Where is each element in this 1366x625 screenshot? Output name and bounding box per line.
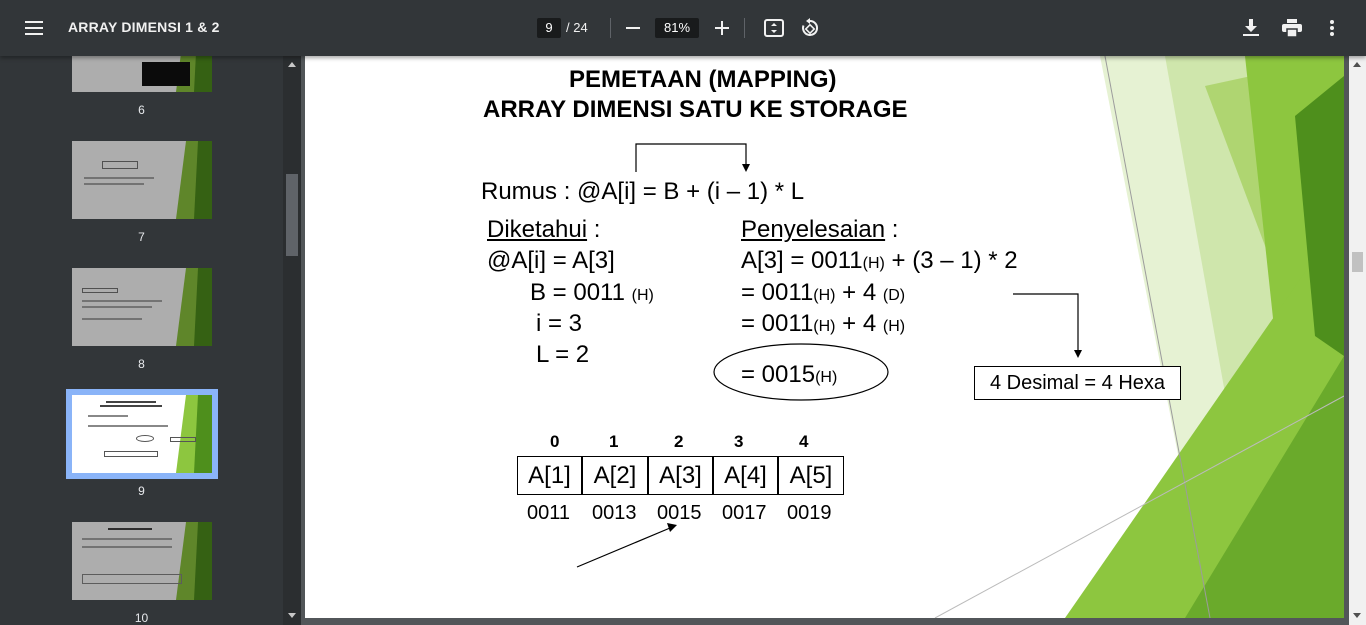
solution-1a: A[3] = 0011	[741, 247, 863, 274]
zoom-level[interactable]: 81%	[655, 18, 699, 38]
array-index: 3	[734, 432, 744, 451]
thumbnail-label: 7	[138, 230, 145, 244]
toolbar-divider	[610, 18, 611, 38]
solution-header: Penyelesaian	[741, 216, 886, 243]
thumbnail-label: 8	[138, 357, 145, 371]
solution-heading: Penyelesaian :	[741, 216, 898, 244]
result-unit: (H)	[815, 369, 838, 386]
formula: Rumus : @A[i] = B + (i – 1) * L	[481, 178, 805, 205]
solution-3c: + 4	[835, 310, 883, 337]
main-scrollbar[interactable]	[1349, 56, 1366, 625]
solution-3b: (H)	[813, 318, 836, 335]
solution-3d: (H)	[882, 318, 906, 335]
known-line-2: B = 0011 (H)	[530, 279, 654, 307]
array-index: 1	[609, 432, 619, 451]
page-total: / 24	[566, 20, 588, 35]
known-b-unit: (H)	[631, 287, 654, 304]
download-icon[interactable]	[1235, 12, 1267, 44]
solution-line-3: = 0011(H) + 4 (H)	[741, 310, 905, 338]
thumbnail-label: 6	[138, 103, 145, 117]
solution-2c: + 4	[835, 279, 883, 306]
page-number-input[interactable]: 9	[537, 18, 561, 38]
rotate-icon[interactable]	[794, 12, 826, 44]
known-line-3: i = 3	[536, 310, 583, 337]
known-line-4: L = 2	[536, 341, 590, 368]
viewer-toolbar: ARRAY DIMENSI 1 & 2 9 / 24 81%	[0, 0, 1366, 56]
formula-arrows	[576, 143, 1082, 568]
known-line-1: @A[i] = A[3]	[487, 247, 615, 274]
array-index: 0	[550, 432, 560, 451]
thumbnail-label: 10	[134, 611, 149, 625]
thumbnail-page-7[interactable]	[72, 141, 212, 219]
main-scroll-thumb[interactable]	[1352, 252, 1363, 272]
array-index: 2	[674, 432, 684, 451]
slide-title-line2: ARRAY DIMENSI SATU KE STORAGE	[483, 96, 908, 123]
sidebar-scrollbar[interactable]	[283, 56, 301, 625]
thumbnail-label: 9	[138, 484, 145, 498]
print-icon[interactable]	[1276, 12, 1308, 44]
slide-decoration	[934, 56, 1344, 618]
scroll-down-icon[interactable]	[1353, 613, 1361, 618]
solution-line-2: = 0011(H) + 4 (D)	[741, 279, 905, 307]
sidebar-scroll-thumb[interactable]	[286, 174, 298, 256]
array-address: 0017	[722, 502, 767, 524]
solution-3a: = 0011	[741, 310, 814, 337]
scroll-up-icon[interactable]	[288, 62, 296, 67]
thumbnail-sidebar: 6 7 8 9 10	[0, 56, 283, 625]
solution-result: = 0015(H)	[741, 361, 837, 389]
array-address: 0015	[657, 502, 702, 524]
array-address: 0013	[592, 502, 637, 524]
fit-page-icon[interactable]	[758, 12, 790, 44]
solution-1b: (H)	[862, 255, 885, 272]
solution-2d: (D)	[882, 287, 906, 304]
note-box: 4 Desimal = 4 Hexa	[974, 366, 1181, 400]
array-cell: A[2]	[582, 456, 648, 495]
plus-icon[interactable]	[706, 12, 738, 44]
array-cell: A[1]	[517, 456, 582, 495]
solution-colon: :	[885, 216, 899, 243]
thumbnail-page-10[interactable]	[72, 522, 212, 600]
scroll-down-icon[interactable]	[288, 613, 296, 618]
array-address: 0019	[787, 502, 832, 524]
solution-1c: + (3 – 1) * 2	[884, 247, 1018, 274]
known-heading: Diketahui :	[487, 216, 600, 244]
result-value: = 0015	[741, 361, 816, 388]
array-cell: A[5]	[778, 456, 844, 495]
solution-2b: (H)	[813, 287, 836, 304]
array-cell: A[4]	[713, 456, 778, 495]
known-header: Diketahui	[487, 216, 588, 243]
array-cell: A[3]	[648, 456, 713, 495]
solution-2a: = 0011	[741, 279, 814, 306]
array-index: 4	[799, 432, 809, 451]
more-vert-icon[interactable]	[1316, 12, 1348, 44]
thumbnail-page-9[interactable]	[72, 395, 212, 473]
menu-icon[interactable]	[18, 12, 50, 44]
thumbnail-page-8[interactable]	[72, 268, 212, 346]
thumbnail-page-6[interactable]	[72, 56, 212, 92]
known-colon: :	[587, 216, 601, 243]
array-address: 0011	[527, 502, 571, 524]
document-title: ARRAY DIMENSI 1 & 2	[68, 19, 220, 35]
pdf-page: PEMETAAN (MAPPING) ARRAY DIMENSI SATU KE…	[305, 56, 1344, 618]
slide-title-line1: PEMETAAN (MAPPING)	[569, 66, 837, 93]
known-b: B = 0011	[530, 279, 625, 306]
solution-line-1: A[3] = 0011(H) + (3 – 1) * 2	[741, 247, 1018, 275]
toolbar-divider	[744, 18, 745, 38]
minus-icon[interactable]	[617, 12, 649, 44]
scroll-up-icon[interactable]	[1353, 62, 1361, 67]
